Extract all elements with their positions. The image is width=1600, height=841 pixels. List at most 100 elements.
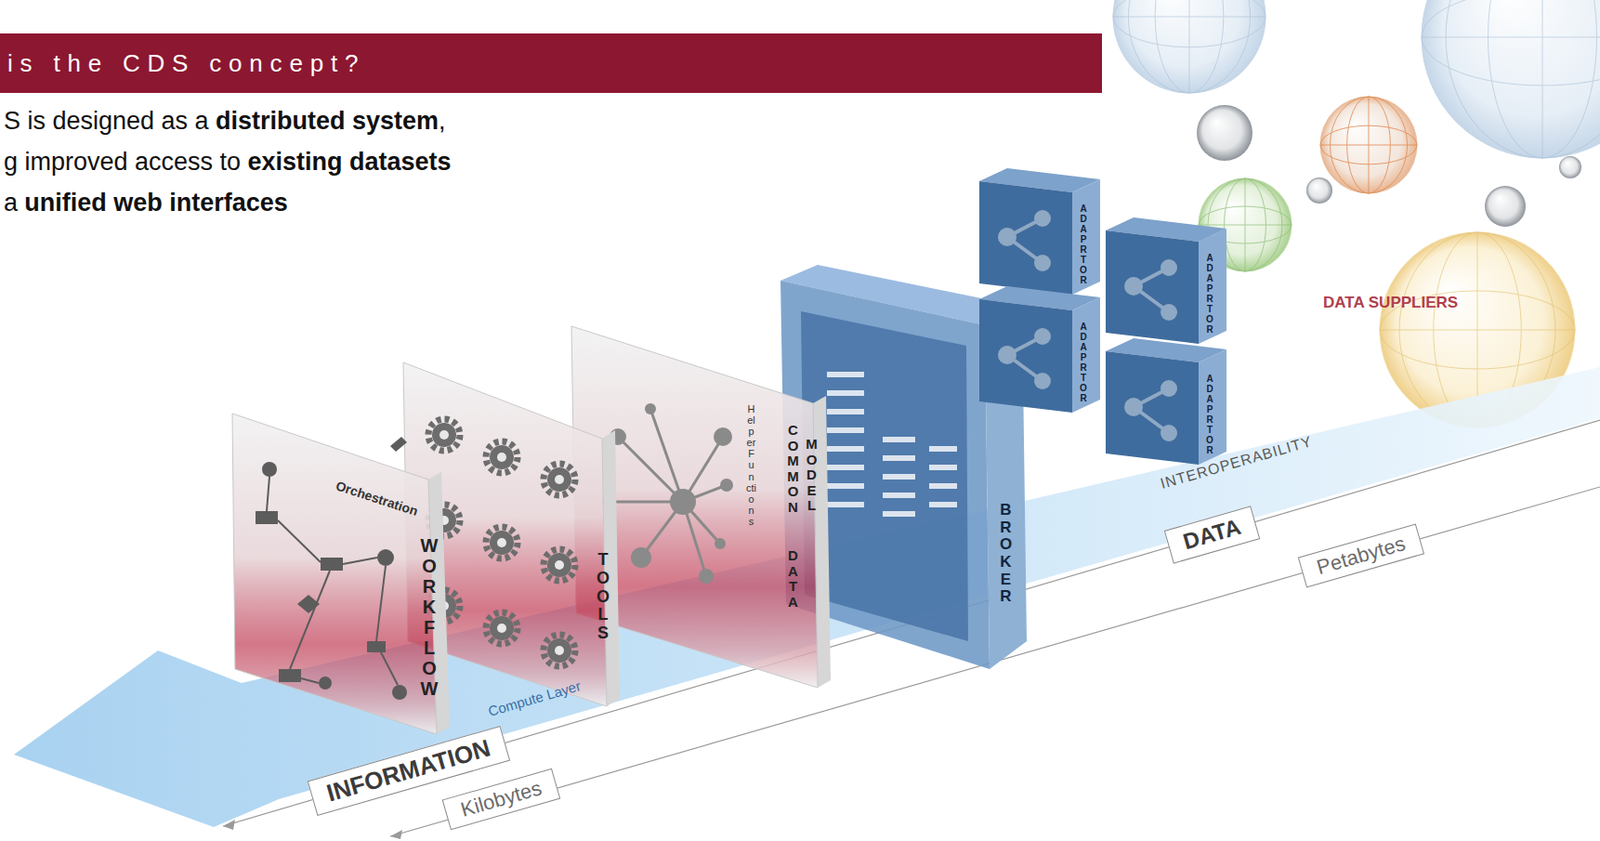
body-text-line: S is designed as adistributed system, <box>3 105 446 136</box>
gear-icon <box>543 634 576 667</box>
tools-panel: TOOLS <box>403 362 613 716</box>
flowchart-step <box>320 557 343 571</box>
flowchart-links <box>266 476 398 685</box>
gear-icon <box>485 441 518 473</box>
flowchart-link <box>277 520 321 563</box>
broker-bar <box>929 483 958 489</box>
workflow-panel: OrchestrationWORKFLOW <box>232 408 442 744</box>
broker-bar <box>882 455 916 461</box>
vertical-label: MODEL <box>804 436 819 514</box>
body-text-line: aunified web interfaces <box>3 187 289 218</box>
adaptor-cube: ADAPRTOR <box>1105 338 1229 469</box>
globe-grid <box>1320 96 1417 194</box>
broker-bar <box>826 390 865 396</box>
flowchart-circle <box>318 676 332 690</box>
bold-phrase: existing datasets <box>247 146 451 177</box>
data-suppliers-label: DATA SUPPLIERS <box>1323 293 1458 313</box>
adaptor-cube: ADAPRTOR <box>1105 217 1229 348</box>
body-phrase: g improved access to <box>3 146 241 177</box>
flowchart-link <box>342 557 378 564</box>
flowchart-link <box>376 565 386 642</box>
slide-title: is the CDS concept? <box>7 47 366 79</box>
scale-label-box: Kilobytes <box>442 768 562 831</box>
vertical-label: WORKFLOW <box>419 535 439 699</box>
network-node <box>698 568 714 584</box>
flowchart-step <box>367 641 386 653</box>
vertical-label: ADAPRTOR <box>1205 373 1215 456</box>
scale-label-text: Kilobytes <box>458 775 545 823</box>
broker-bar <box>929 445 958 452</box>
network-links <box>608 408 727 577</box>
flowchart-link <box>266 476 270 512</box>
vertical-label: ADAPRTOR <box>1078 321 1089 404</box>
adaptor-cube <box>1105 338 1227 465</box>
scale-label-box: Petabytes <box>1298 523 1425 588</box>
adaptor-cube: ADAPRTOR <box>979 168 1102 299</box>
flowchart-step <box>255 511 278 525</box>
network-node <box>713 427 733 446</box>
network-node <box>714 537 726 550</box>
gear-icon <box>485 526 518 559</box>
body-text-line: g improved access toexisting datasets <box>3 146 452 177</box>
network-link <box>617 436 683 502</box>
network-node <box>669 488 696 515</box>
broker-bars <box>826 371 958 517</box>
broker-bar <box>929 464 958 471</box>
network-node <box>720 478 734 492</box>
flowchart-link <box>289 570 330 669</box>
gear-icon <box>543 463 576 496</box>
globe-sphere <box>1421 0 1600 158</box>
flowchart-shapes <box>255 436 407 700</box>
axis-arrowhead <box>390 829 403 840</box>
gear-icon <box>543 549 576 581</box>
broker-bar <box>826 408 865 415</box>
globe-grid <box>1113 0 1266 93</box>
glass-sphere <box>1484 185 1526 227</box>
broker-bar <box>826 371 865 378</box>
network-node <box>630 547 652 568</box>
broker-bar <box>826 427 865 433</box>
flowchart-decision <box>297 594 320 614</box>
adaptor-cube <box>979 286 1101 413</box>
broker-bar <box>826 445 865 452</box>
vertical-label: TOOLS <box>594 550 612 643</box>
glass-sphere <box>1559 156 1582 179</box>
flowchart-link <box>301 678 319 683</box>
broker-bar <box>882 511 916 517</box>
flowchart-link <box>380 652 398 685</box>
globe-sphere <box>1113 0 1266 93</box>
flowchart-step <box>278 668 302 682</box>
network-nodes <box>602 403 734 584</box>
broker-bar <box>826 501 865 508</box>
body-phrase: a <box>3 187 18 218</box>
broker-bar <box>826 464 865 471</box>
flowchart-circle <box>392 684 407 700</box>
workflow-panel <box>232 413 437 735</box>
bold-phrase: unified web interfaces <box>24 187 289 218</box>
glass-sphere <box>1306 177 1333 204</box>
adaptor-cube <box>979 168 1101 295</box>
scale-label-text: Petabytes <box>1313 531 1408 580</box>
gear-icon <box>485 612 518 644</box>
globe-grid <box>1421 0 1600 158</box>
vertical-label: BROKER <box>997 501 1014 606</box>
vertical-label: Helper Functions <box>746 403 757 527</box>
adaptor-cube <box>1105 217 1227 344</box>
vertical-label: DATA <box>786 548 800 610</box>
adaptor-cube: ADAPRTOR <box>979 286 1102 417</box>
broker-bar <box>882 473 916 480</box>
vertical-label: COMMON <box>786 422 800 515</box>
pencil-icon <box>390 436 407 452</box>
vertical-label: ADAPRTOR <box>1078 203 1089 286</box>
broker-bar <box>882 492 916 499</box>
network-node <box>644 403 656 415</box>
body-phrase: S is designed as a <box>3 105 210 136</box>
vertical-label: ADAPRTOR <box>1205 252 1215 335</box>
glass-sphere <box>1196 104 1253 161</box>
title-bar: is the CDS concept? <box>0 33 1102 93</box>
broker-box: BROKER <box>780 264 1032 674</box>
broker-bar <box>929 501 958 508</box>
panel-label: Orchestration <box>334 477 420 519</box>
bold-phrase: distributed system <box>215 105 439 136</box>
